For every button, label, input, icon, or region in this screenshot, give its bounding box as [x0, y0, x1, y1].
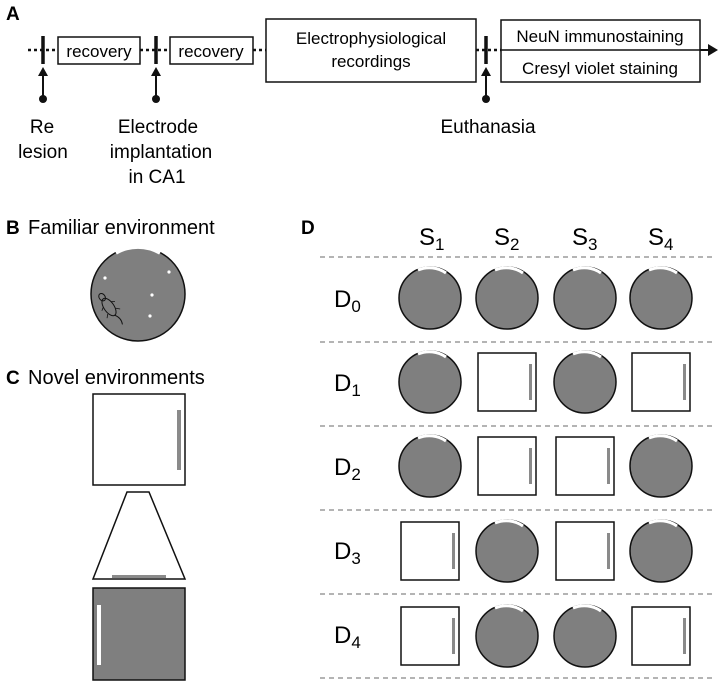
arena-familiar-circle: [553, 350, 617, 414]
label-implant-2: implantation: [110, 142, 212, 163]
session-header-4: S4: [648, 224, 673, 254]
timeline-arrowhead: [708, 44, 718, 56]
protocol-grid: [398, 266, 693, 668]
day-label-0: D0: [334, 286, 361, 316]
day-label-4: D4: [334, 622, 361, 652]
box-recordings: [265, 18, 477, 83]
box-recovery-2-text: recovery: [178, 42, 244, 61]
day-label-1: D1: [334, 370, 361, 400]
session-header-2: S2: [494, 224, 519, 254]
arena-novel-square: [631, 352, 691, 412]
row-separators: [320, 256, 712, 679]
novel-title: Novel environments: [28, 367, 205, 389]
arena-familiar-circle: [629, 434, 693, 498]
arena-novel-square: [477, 352, 537, 412]
session-header-1: S1: [419, 224, 444, 254]
label-implant-1: Electrode: [118, 117, 198, 138]
arena-familiar-circle: [398, 266, 462, 330]
pin-euthanasia: [481, 67, 491, 103]
arena-familiar-circle: [475, 604, 539, 668]
arena-familiar-circle: [475, 519, 539, 583]
box-recovery-1-text: recovery: [66, 42, 132, 61]
label-lesion-1: Re: [30, 117, 54, 138]
box-recordings-line2: recordings: [331, 52, 410, 71]
arena-novel-square: [477, 436, 537, 496]
arena-familiar-circle: [629, 266, 693, 330]
box-recovery-2: [169, 36, 254, 65]
familiar-title: Familiar environment: [28, 217, 215, 239]
pin-lesion: [38, 67, 48, 103]
rat-icon: [98, 292, 123, 325]
arena-familiar-circle: [475, 266, 539, 330]
label-implant-3: in CA1: [128, 167, 185, 188]
panel-a-label: A: [6, 4, 20, 25]
box-cresyl-text: Cresyl violet staining: [522, 59, 678, 78]
label-euthanasia: Euthanasia: [440, 117, 536, 138]
day-label-3: D3: [334, 538, 361, 568]
arena-novel-square: [400, 606, 460, 666]
panel-b-label: B: [6, 218, 20, 239]
box-recordings-line1: Electrophysiological: [296, 29, 446, 48]
arena-novel-square: [400, 521, 460, 581]
arena-familiar-circle: [398, 350, 462, 414]
arena-familiar-circle: [553, 266, 617, 330]
novel-square-white: [92, 393, 186, 486]
box-neun-text: NeuN immunostaining: [516, 27, 683, 46]
day-label-2: D2: [334, 454, 361, 484]
arena-familiar-circle: [553, 604, 617, 668]
novel-square-gray: [92, 587, 186, 681]
arena-familiar-circle: [629, 519, 693, 583]
arena-novel-square: [555, 521, 615, 581]
panel-d-label: D: [301, 218, 315, 239]
box-recovery-1: [57, 36, 141, 65]
arena-novel-square: [555, 436, 615, 496]
session-header-3: S3: [572, 224, 597, 254]
pin-implantation: [151, 67, 161, 103]
arena-novel-square: [631, 606, 691, 666]
box-staining: [500, 19, 701, 83]
label-lesion-2: lesion: [18, 142, 68, 163]
panel-c-label: C: [6, 368, 20, 389]
novel-trapezoid: [91, 491, 187, 580]
arena-familiar-circle: [398, 434, 462, 498]
familiar-arena: [90, 245, 186, 342]
